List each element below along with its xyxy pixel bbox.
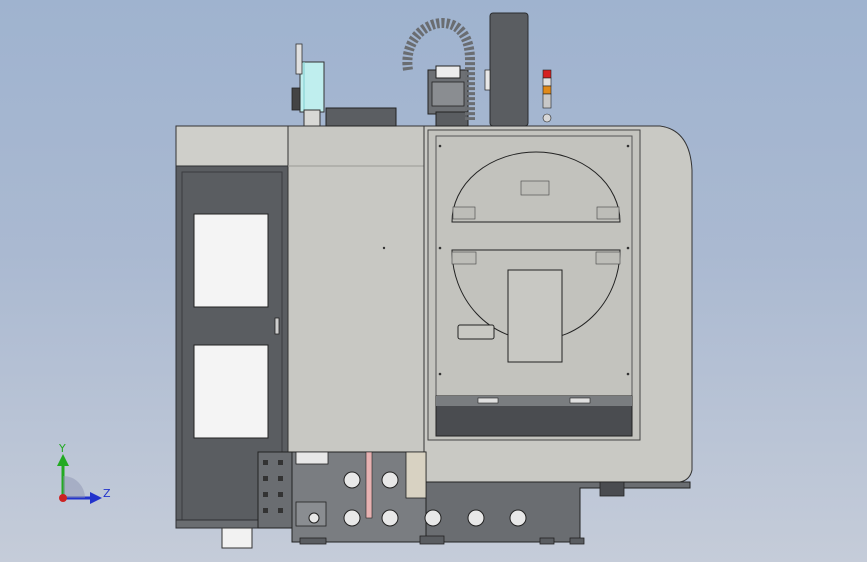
right-enclosure [423, 125, 693, 483]
cabinet-handle [274, 317, 280, 335]
left-cabinet [175, 125, 289, 549]
cabinet-foot [221, 527, 253, 549]
vent-grille-top [520, 180, 550, 196]
coordinate-triad: Y Z [57, 442, 111, 504]
vent-grille-lower-left [451, 251, 477, 265]
center-slot [507, 269, 563, 363]
origin-marker [59, 494, 67, 502]
cabinet-window-top [193, 213, 269, 308]
vent-grille-lower-right [595, 251, 621, 265]
signal-tower-light [542, 69, 552, 123]
base-frame [257, 451, 691, 545]
vent-grille-right [596, 206, 620, 220]
spindle-column [484, 12, 529, 127]
spindle-motor [427, 65, 469, 127]
top-control-box [325, 107, 397, 127]
z-axis-label: Z [103, 487, 111, 500]
vent-grille-left [452, 206, 476, 220]
y-axis-label: Y [58, 442, 66, 455]
coolant-tank [291, 43, 325, 127]
middle-panel [287, 125, 425, 453]
cabinet-window-bottom [193, 344, 269, 439]
